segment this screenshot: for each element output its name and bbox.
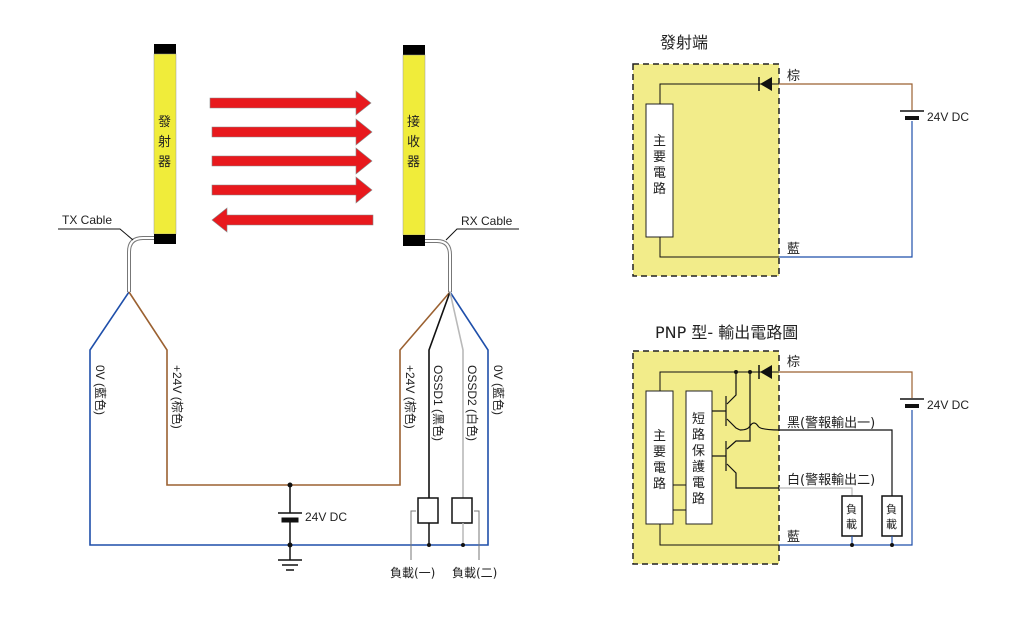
- power-label-pnp: 24V DC: [927, 398, 969, 412]
- main-circuit-tx-4: 路: [653, 181, 666, 197]
- junction-dot: [748, 370, 752, 374]
- battery-24v-pnp: [900, 398, 924, 408]
- wire-ossd2: [449, 291, 464, 498]
- protect-circuit-4: 護: [692, 459, 705, 475]
- ground-icon: [278, 559, 302, 571]
- main-circuit-tx-2: 要: [653, 150, 666, 165]
- rx-cable: [425, 228, 519, 292]
- wire-tx-internal-top: [659, 83, 779, 104]
- arrow-right-3: [211, 147, 373, 175]
- power-label-left: 24V DC: [305, 510, 347, 524]
- arrow-right-2: [211, 118, 373, 146]
- battery-24v-left: [278, 482, 302, 560]
- receiver-label-2: 收: [407, 135, 420, 150]
- arrow-right-1: [209, 90, 372, 116]
- label-rx-ossd2: OSSD2 (白色): [465, 365, 480, 441]
- wire-pnp-top: [659, 371, 779, 391]
- emitter-label-3: 器: [158, 155, 171, 170]
- diode-icon-pnp: [758, 365, 772, 379]
- load-2: [451, 497, 480, 560]
- protect-circuit-2: 路: [692, 427, 705, 443]
- wire-pnp-bottom: [659, 524, 779, 546]
- blue-label-tx: 藍: [787, 242, 800, 257]
- main-protect-links: [673, 484, 686, 511]
- wire-brown-pnp: [779, 371, 913, 398]
- main-circuit-block-pnp: [645, 390, 674, 525]
- brown-label-tx: 棕: [787, 69, 800, 84]
- black-out-label: 黑(警報輸出一): [787, 415, 875, 431]
- blue-label-pnp: 藍: [787, 530, 800, 545]
- wire-white-out: [779, 487, 853, 496]
- label-tx-24v: +24V (棕色): [170, 365, 185, 429]
- wire-tx-24v: [128, 291, 451, 486]
- diode-icon: [758, 77, 772, 91]
- main-circuit-pnp-4: 路: [653, 476, 666, 492]
- pnp-load-2-label-1: 負: [886, 503, 897, 516]
- tx-cable: [58, 228, 154, 292]
- arrow-right-4: [211, 176, 373, 204]
- main-circuit-tx-1: 主: [653, 134, 666, 149]
- wire-brown-tx: [779, 83, 913, 110]
- light-beam-arrows: [209, 90, 374, 233]
- protect-circuit-block: [685, 390, 713, 525]
- junction-dot: [734, 370, 738, 374]
- emitter-panel-title: 發射端: [660, 33, 708, 52]
- arrow-left-5: [211, 207, 374, 233]
- receiver-bar: [402, 45, 426, 246]
- main-circuit-pnp-2: 要: [653, 445, 666, 460]
- receiver-label-1: 接: [407, 114, 420, 130]
- protect-circuit-3: 保: [692, 444, 705, 459]
- main-circuit-tx-3: 電: [653, 166, 666, 181]
- protect-circuit-6: 路: [692, 491, 705, 507]
- transistor-2: [712, 372, 779, 489]
- receiver-label-3: 器: [407, 155, 420, 170]
- transistor-1: [712, 372, 780, 431]
- pnp-load-1: [841, 495, 863, 547]
- pnp-load-2-label-2: 載: [886, 518, 897, 531]
- emitter-label-1: 發: [158, 115, 171, 130]
- wire-blue-tx: [779, 121, 913, 258]
- brown-label-pnp: 棕: [787, 355, 800, 370]
- pnp-load-1-label-1: 負: [846, 503, 857, 516]
- wire-ossd1: [428, 291, 451, 498]
- white-out-label: 白(警報輸出二): [787, 472, 875, 488]
- pnp-panel-title: PNP 型- 輸出電路圖: [655, 323, 798, 342]
- wire-black-out: [779, 429, 893, 496]
- tx-cable-label: TX Cable: [62, 213, 112, 227]
- label-rx-24v: +24V (棕色): [403, 365, 418, 429]
- label-rx-ossd1: OSSD1 (黑色): [431, 365, 445, 441]
- emitter-bar: [153, 44, 177, 244]
- label-rx-0v: 0V (藍色): [491, 365, 505, 415]
- battery-24v-tx: [900, 110, 924, 120]
- protect-circuit-1: 短: [692, 412, 705, 427]
- main-circuit-pnp-1: 主: [653, 429, 666, 444]
- main-circuit-pnp-3: 電: [653, 461, 666, 476]
- main-circuit-block-tx: [645, 103, 674, 238]
- rx-cable-label: RX Cable: [461, 214, 513, 228]
- wire-blue-pnp: [779, 410, 913, 546]
- power-label-tx: 24V DC: [927, 110, 969, 124]
- label-tx-0v: 0V (藍色): [93, 365, 107, 415]
- pnp-load-2: [881, 495, 903, 547]
- emitter-label-2: 射: [158, 134, 171, 150]
- wire-tx-internal-bottom: [659, 237, 779, 258]
- pnp-load-1-label-2: 載: [846, 518, 857, 531]
- load-2-label: 負載(二): [452, 566, 497, 580]
- load-1: [410, 497, 439, 560]
- load-1-label: 負載(一): [390, 566, 435, 580]
- protect-circuit-5: 電: [692, 476, 705, 491]
